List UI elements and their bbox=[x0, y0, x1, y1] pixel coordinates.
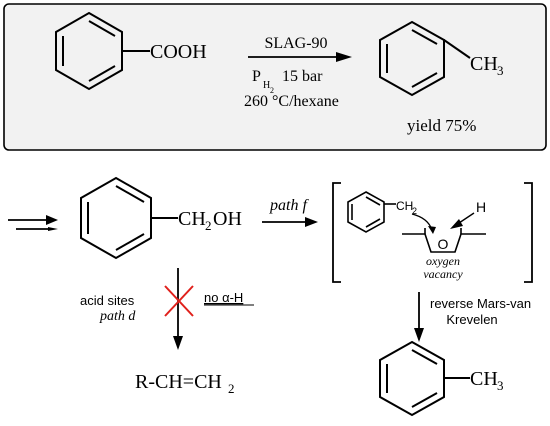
oxygen-label: O bbox=[438, 236, 449, 252]
ch2-subscript-intermediate: 2 bbox=[412, 206, 417, 216]
catalyst-label: SLAG-90 bbox=[264, 35, 327, 52]
path-f-arrow bbox=[262, 217, 318, 227]
acid-sites-label: acid sites bbox=[80, 293, 135, 308]
pressure-h-subscript: H bbox=[263, 80, 270, 91]
ch2-label-alcohol: CH bbox=[178, 208, 206, 230]
vacancy-label-line1: oxygen bbox=[426, 254, 460, 268]
path-f-label: path f bbox=[269, 197, 309, 214]
hydrogen-label: H bbox=[476, 199, 486, 215]
pressure-2-subscript: 2 bbox=[270, 86, 274, 95]
benzene-ring-toluene-product bbox=[379, 20, 471, 97]
curved-arrow-icon bbox=[411, 213, 433, 231]
temperature-label: 260 °C/hexane bbox=[244, 93, 339, 110]
hydrogen-arrow bbox=[450, 212, 475, 229]
reverse-mvk-label-line1: reverse Mars-van bbox=[430, 296, 531, 311]
pressure-p-label: P bbox=[252, 68, 261, 85]
reaction-arrow bbox=[248, 52, 352, 62]
benzene-ring-benzyl-alcohol bbox=[80, 176, 178, 260]
pressure-value: 15 bar bbox=[282, 68, 323, 85]
yield-label: yield 75% bbox=[407, 116, 476, 135]
oh-label: OH bbox=[213, 208, 242, 230]
benzene-ring-toluene-final bbox=[379, 340, 470, 417]
ch3-subscript-final: 3 bbox=[497, 378, 504, 393]
ch3-label-final: CH bbox=[470, 368, 498, 390]
equilibrium-arrow bbox=[8, 215, 58, 231]
intermediate-brackets bbox=[332, 182, 533, 283]
cooh-label: COOH bbox=[150, 41, 207, 63]
path-d-arrow bbox=[173, 268, 183, 350]
alkene-subscript: 2 bbox=[228, 381, 235, 396]
ch2-subscript-alcohol: 2 bbox=[205, 218, 212, 233]
reverse-mvk-arrow bbox=[414, 292, 424, 342]
blocked-cross-icon bbox=[164, 285, 194, 317]
ch3-subscript-top: 3 bbox=[497, 63, 504, 78]
vacancy-label-line2: vacancy bbox=[423, 267, 463, 281]
ch3-label-top: CH bbox=[470, 53, 498, 75]
benzene-ring-benzoic-acid bbox=[55, 11, 150, 91]
reaction-box bbox=[3, 3, 547, 151]
curved-arrow-head-icon bbox=[428, 226, 436, 234]
path-d-label: path d bbox=[99, 309, 136, 324]
no-alpha-h-label: no α-H bbox=[204, 290, 243, 305]
reverse-mvk-label-line2: Krevelen bbox=[446, 312, 497, 327]
benzene-ring-intermediate bbox=[347, 191, 396, 233]
alkene-label: R-CH=CH bbox=[135, 371, 222, 393]
ch2-label-intermediate: CH bbox=[396, 199, 413, 213]
oxygen-vacancy-surface bbox=[402, 228, 486, 253]
